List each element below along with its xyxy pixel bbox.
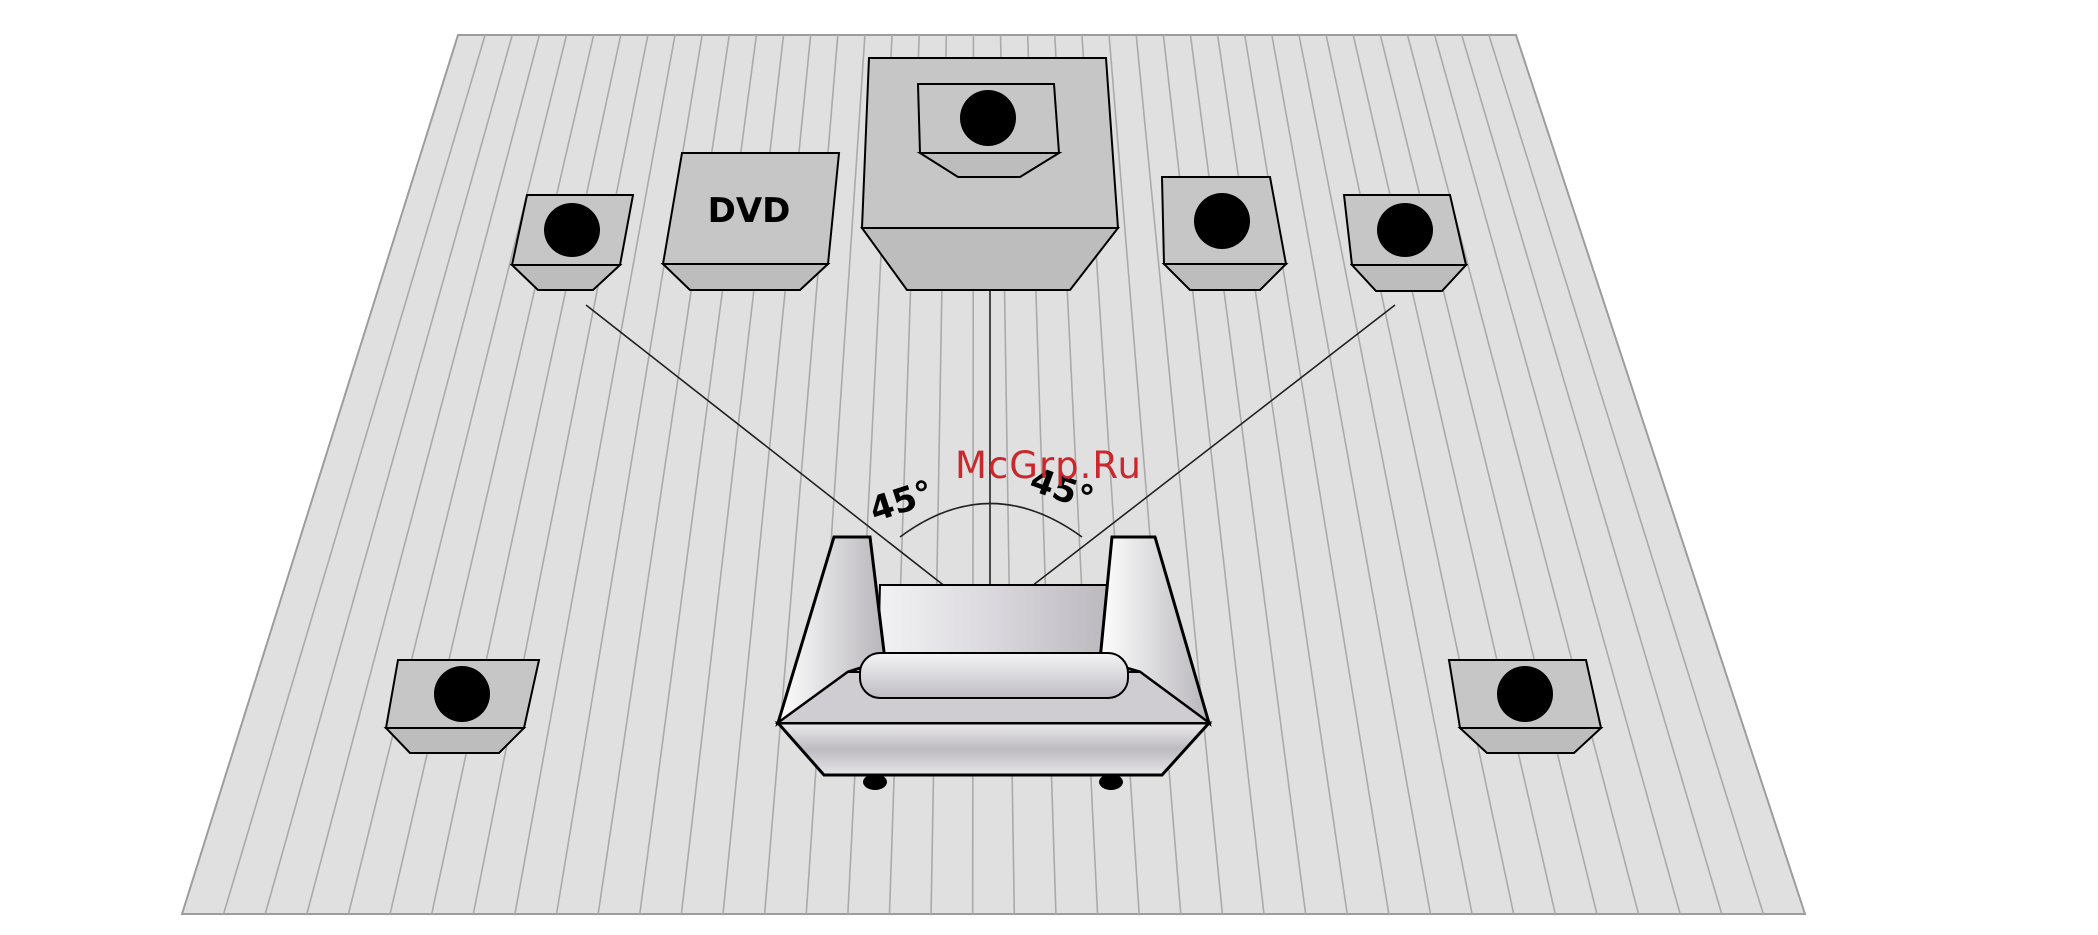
driver-icon [1377, 203, 1433, 257]
rear-right-speaker [1449, 660, 1601, 753]
driver-icon [960, 90, 1016, 146]
front-right-inner-speaker [1162, 177, 1286, 290]
dvd-label: DVD [708, 191, 791, 231]
driver-icon [434, 666, 490, 722]
center-speaker-unit [862, 58, 1118, 290]
driver-icon [1194, 193, 1250, 249]
driver-icon [544, 203, 600, 257]
dvd-player: DVD [663, 153, 839, 290]
sofa-cushion [860, 653, 1128, 698]
front-right-speaker [1344, 195, 1466, 291]
watermark-text: McGrp.Ru [955, 444, 1142, 487]
driver-icon [1497, 666, 1553, 722]
